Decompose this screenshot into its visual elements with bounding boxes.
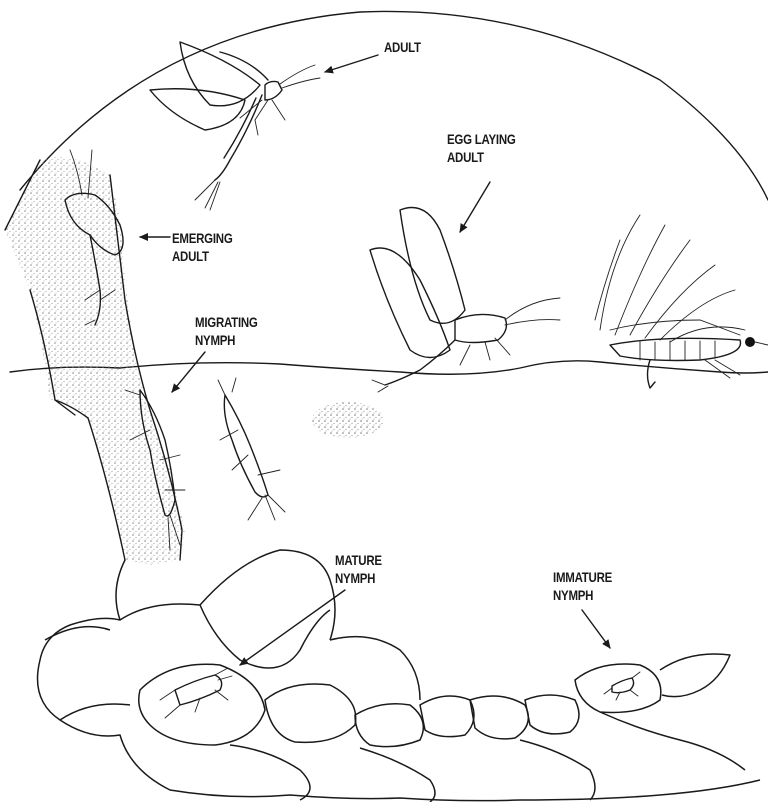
- adult-label: ADULT: [384, 38, 421, 56]
- egg-cluster: [312, 402, 384, 438]
- mature-nymph: [160, 668, 232, 718]
- egg-laying-label-line1: EGG LAYING: [447, 130, 516, 148]
- egg-laying-mayfly: [370, 208, 560, 393]
- mature-label-line2: NYMPH: [335, 569, 375, 587]
- egg-laying-label-line2: ADULT: [447, 148, 484, 166]
- migrating-nymph-swimming: [218, 378, 285, 520]
- migrating-arrow: [172, 352, 205, 392]
- immature-nymph: [604, 672, 640, 700]
- immature-label-line2: NYMPH: [553, 586, 593, 604]
- mature-label-line1: MATURE: [335, 551, 382, 569]
- egg-laying-arrow: [460, 182, 490, 232]
- dry-fly: [595, 215, 768, 388]
- stream-bed-rocks: [38, 550, 761, 802]
- immature-label-line1: IMMATURE: [553, 568, 612, 586]
- adult-mayfly: [150, 42, 320, 210]
- immature-arrow: [582, 610, 610, 648]
- migrating-label-line2: NYMPH: [195, 331, 235, 349]
- emerging-label-line2: ADULT: [172, 247, 209, 265]
- migrating-label-line1: MIGRATING: [195, 313, 258, 331]
- adult-arrow: [325, 55, 378, 72]
- mature-arrow: [240, 590, 345, 665]
- emerging-label-line1: EMERGING: [172, 229, 233, 247]
- tree-trunk: [5, 157, 185, 565]
